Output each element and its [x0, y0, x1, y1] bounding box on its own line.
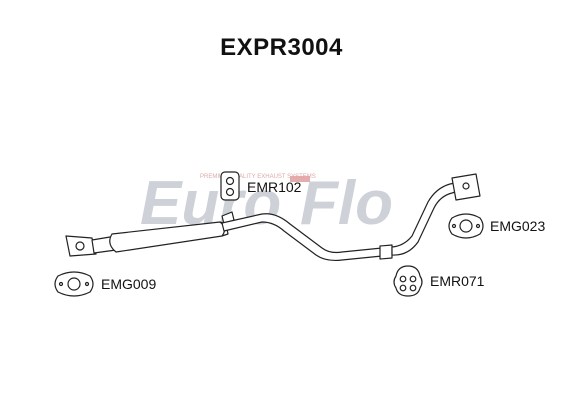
watermark-brand-right: Flo	[300, 169, 393, 238]
part-number-title: EXPR3004	[220, 34, 343, 61]
watermark-accent-bar	[290, 176, 310, 182]
part-label-emg009: EMG009	[101, 276, 156, 292]
part-label-emr102: EMR102	[247, 179, 302, 195]
mid-pipe-hanger	[379, 244, 393, 260]
gasket-right-icon	[448, 213, 484, 239]
rear-flange	[451, 173, 481, 201]
gasket-left-icon	[54, 271, 94, 297]
part-label-emg023: EMG023	[490, 218, 545, 234]
rubber-mount-bottom-icon	[393, 265, 423, 297]
watermark-tagline: PREMIUM QUALITY EXHAUST SYSTEMS	[200, 174, 316, 180]
rubber-mount-top-icon	[220, 171, 240, 201]
euroflo-watermark: Euro Flo PREMIUM QUALITY EXHAUST SYSTEMS	[140, 169, 393, 238]
front-flange	[65, 235, 97, 257]
part-label-emr071: EMR071	[430, 273, 485, 289]
exhaust-pipe-assembly	[65, 173, 481, 262]
